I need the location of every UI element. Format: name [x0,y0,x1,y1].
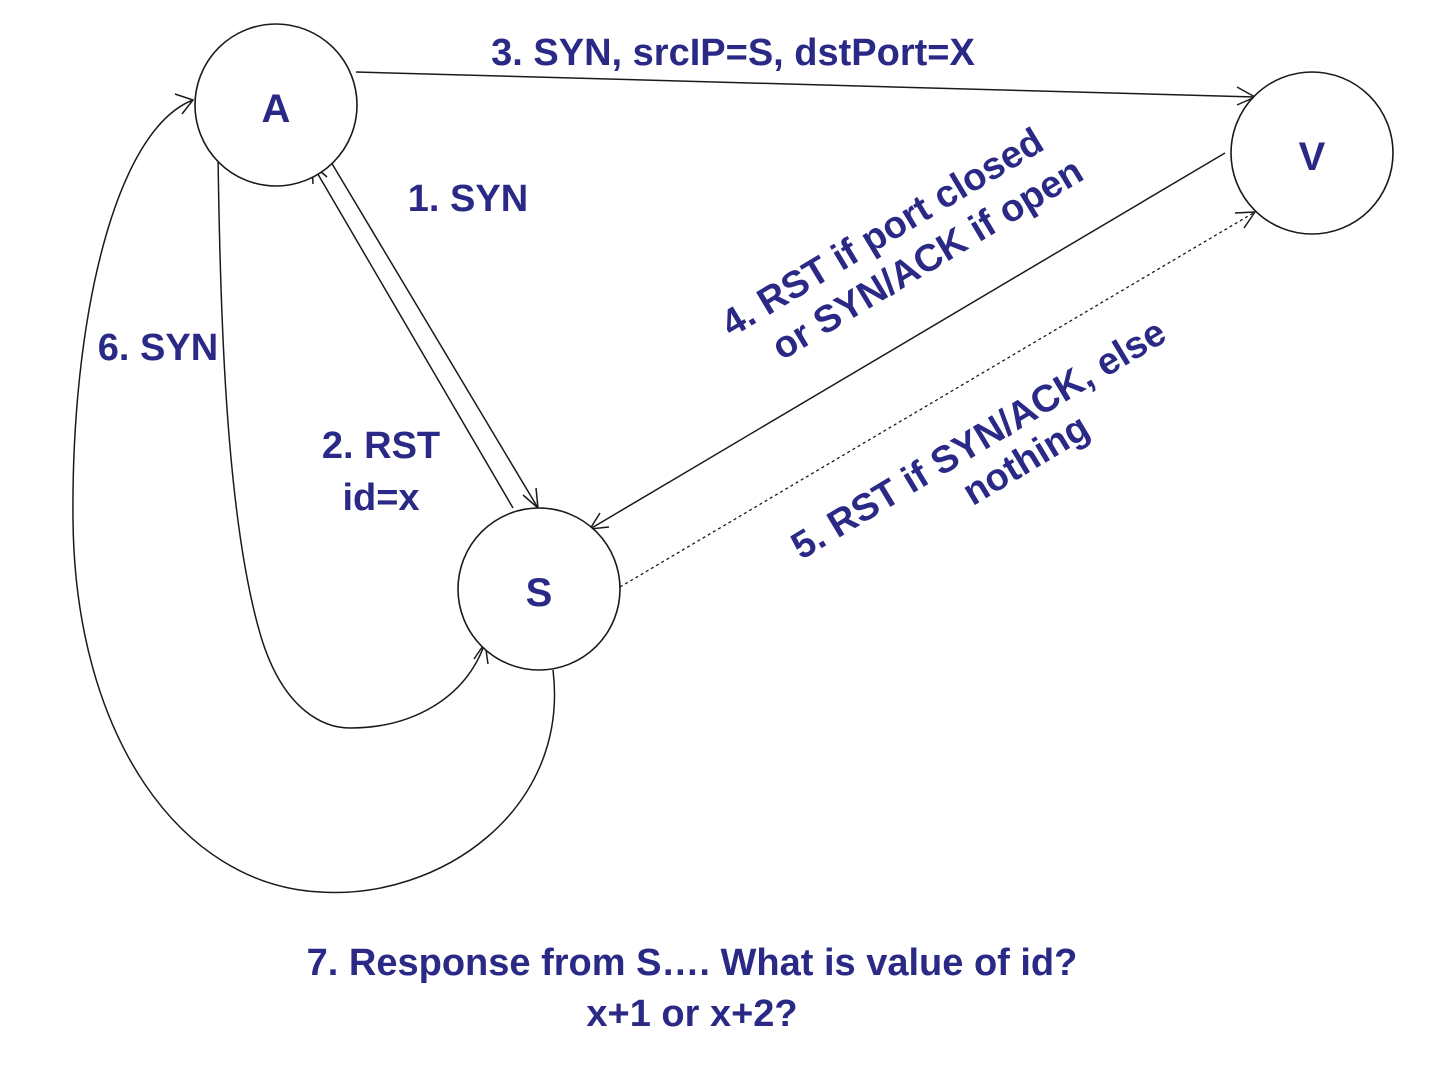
node-v-label: V [1299,135,1326,179]
step-7-label-line2: x+1 or x+2? [586,993,797,1035]
edge-s-to-v-dashed [619,211,1257,588]
edge-s-to-a-loop [72,93,556,894]
node-s: S [457,507,621,671]
node-s-label: S [526,571,553,615]
step-1-label: 1. SYN [408,178,528,220]
step-7-label-line1: 7. Response from S…. What is value of id… [307,942,1078,984]
step-2-label-line1: 2. RST [322,425,440,467]
edge-a-to-v [355,71,1257,106]
step-5-label: 5. RST if SYN/ACK, else nothing [784,311,1173,568]
node-v: V [1230,71,1394,235]
step-6-label: 6. SYN [98,327,218,369]
step-5-label-line1: 5. RST if SYN/ACK, else [784,311,1173,568]
step-2-label-line2: id=x [342,477,419,519]
step-3-label: 3. SYN, srcIP=S, dstPort=X [491,32,975,74]
node-a-label: A [262,87,291,131]
node-a: A [194,23,358,187]
